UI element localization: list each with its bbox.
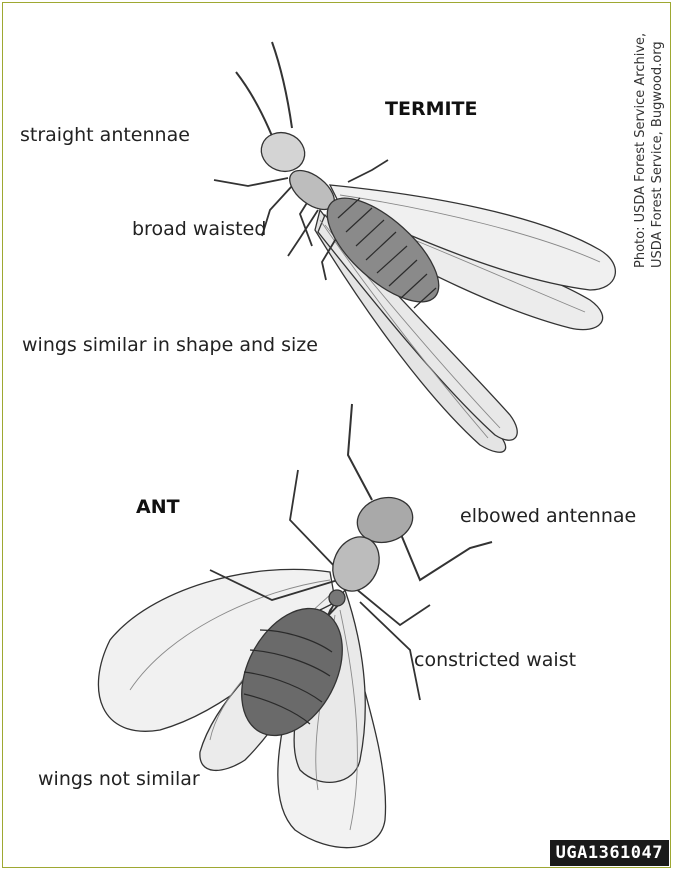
termite-title: TERMITE — [385, 98, 478, 120]
ant-label-waist: constricted waist — [414, 649, 576, 671]
ant-antenna-left — [348, 404, 372, 500]
photo-credit-line-1: Photo: USDA Forest Service Archive, — [632, 33, 649, 268]
termite-label-antennae: straight antennae — [20, 124, 190, 146]
termite-antenna-right — [272, 42, 292, 128]
photo-credit-line-2: USDA Forest Service, Bugwood.org — [649, 33, 666, 268]
ant-title: ANT — [136, 496, 180, 518]
ant-petiole — [329, 590, 345, 606]
ant-label-wings: wings not similar — [38, 768, 200, 790]
ant-label-antennae: elbowed antennae — [460, 505, 636, 527]
termite-antenna-left — [236, 72, 272, 136]
termite-label-waist: broad waisted — [132, 218, 266, 240]
image-id-badge: UGA1361047 — [550, 840, 669, 866]
termite-label-wings: wings similar in shape and size — [22, 334, 318, 356]
termite-head — [256, 127, 310, 178]
photo-credit: Photo: USDA Forest Service Archive, USDA… — [632, 33, 666, 268]
